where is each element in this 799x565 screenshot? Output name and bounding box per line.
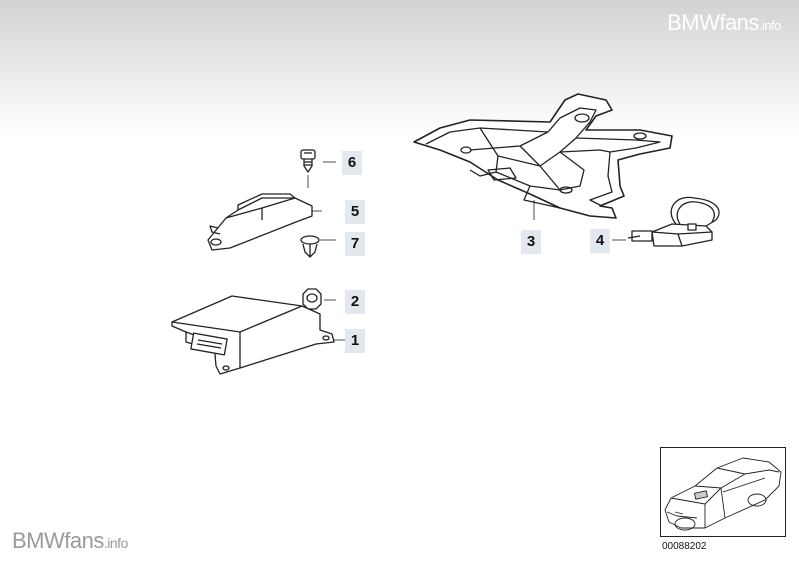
diagram-number: 00088202 <box>662 541 707 552</box>
callout-5: 5 <box>345 200 365 224</box>
watermark-brand: BMWfans <box>667 10 759 35</box>
watermark-brand-bottom: BMWfans <box>12 528 104 553</box>
screw-part-6 <box>300 149 316 188</box>
callout-2: 2 <box>345 290 365 314</box>
callout-7: 7 <box>345 232 365 256</box>
callout-6: 6 <box>342 151 362 175</box>
sensor-part-5 <box>207 193 322 251</box>
rivet-part-7 <box>300 235 336 258</box>
sensor-part-4 <box>612 196 720 247</box>
watermark-bottom: BMWfans.info <box>12 528 128 554</box>
car-location-thumbnail <box>660 447 786 537</box>
watermark-top: BMWfans.info <box>667 10 781 36</box>
callout-3: 3 <box>521 230 541 254</box>
watermark-suffix: .info <box>758 18 782 33</box>
car-icon <box>664 457 782 531</box>
watermark-suffix-bottom: .info <box>103 535 128 551</box>
callout-4: 4 <box>590 229 610 253</box>
mounting-plate-part-3 <box>413 93 673 220</box>
callout-1: 1 <box>345 329 365 353</box>
header-gradient <box>0 0 799 135</box>
control-unit-part-1 <box>171 295 346 375</box>
